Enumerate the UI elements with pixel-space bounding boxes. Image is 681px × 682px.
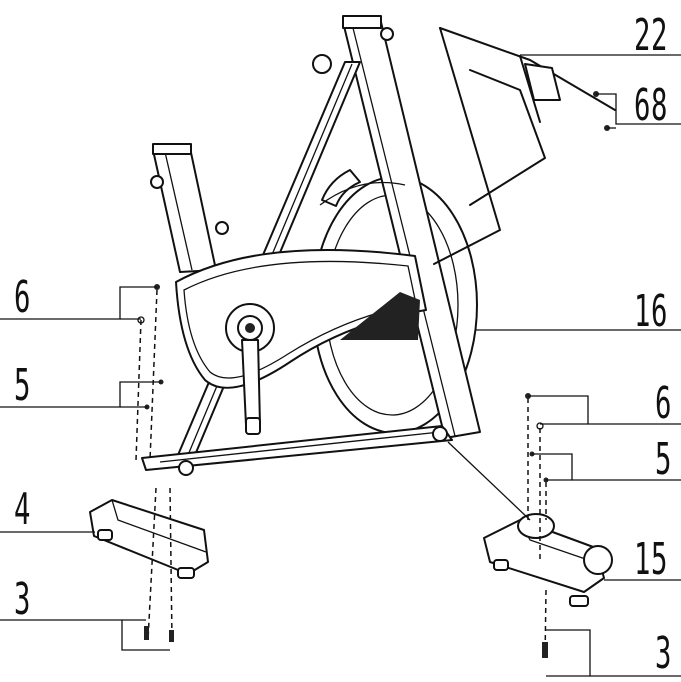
tension-linkage bbox=[319, 169, 406, 207]
crank-arm bbox=[225, 303, 275, 435]
leader-lines bbox=[0, 54, 681, 677]
callout-3-right: 3 bbox=[655, 628, 673, 679]
rear-assembly-line bbox=[447, 441, 531, 521]
callout-5-right: 5 bbox=[655, 434, 673, 485]
callout-68: 68 bbox=[634, 80, 669, 131]
rear-stabilizer-foot bbox=[483, 513, 613, 607]
callout-5-left: 5 bbox=[14, 360, 32, 411]
callout-6-left: 6 bbox=[14, 272, 32, 323]
callout-6-right: 6 bbox=[655, 378, 673, 429]
callout-4: 4 bbox=[14, 484, 32, 535]
callout-15: 15 bbox=[634, 534, 669, 585]
seat-post-tube bbox=[150, 143, 229, 273]
lower-frame-rail bbox=[141, 425, 453, 476]
left-bolt-stack bbox=[135, 284, 174, 642]
front-stabilizer-foot bbox=[89, 499, 209, 579]
right-bolt-stack bbox=[525, 393, 549, 661]
callout-3-left: 3 bbox=[14, 574, 32, 625]
handlebar-post bbox=[433, 27, 616, 265]
callout-16: 16 bbox=[634, 286, 669, 337]
chain-guard bbox=[175, 248, 427, 389]
callout-22: 22 bbox=[634, 10, 669, 61]
